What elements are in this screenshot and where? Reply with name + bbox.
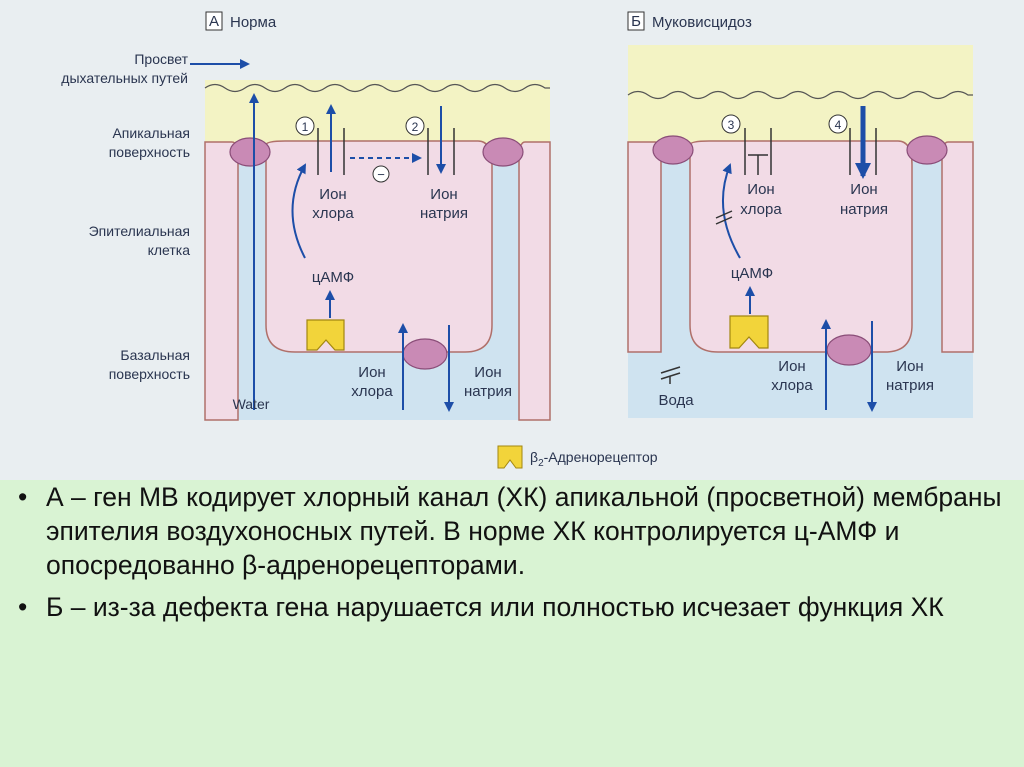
junction-left xyxy=(652,135,694,165)
mucus-surface xyxy=(204,83,550,93)
channel-3-marker xyxy=(721,114,741,134)
signal-break-mark xyxy=(715,210,733,219)
channel-3-number: 3 xyxy=(728,118,735,132)
basal-pump xyxy=(826,334,872,366)
channel-2-marker xyxy=(405,116,425,136)
water-block-mark xyxy=(660,366,681,374)
epithelial-cell xyxy=(689,140,913,353)
camp-signal-arrow xyxy=(721,163,741,259)
channel-4-marker xyxy=(828,114,848,134)
signal-break-mark xyxy=(715,216,733,225)
airway-lumen xyxy=(205,80,550,148)
epithelial-cell xyxy=(265,140,493,353)
left-neighbor-cell xyxy=(204,141,239,421)
channel-1-marker xyxy=(295,116,315,136)
panel-b-letter-box xyxy=(627,11,645,31)
bullet-marker: • xyxy=(18,482,28,512)
channel-4-number: 4 xyxy=(835,118,842,132)
channel-1-number: 1 xyxy=(302,120,309,134)
right-neighbor-cell xyxy=(518,141,551,421)
panel-b-letter: Б xyxy=(631,13,641,30)
bullet-list: • А – ген МВ кодирует хлорный канал (ХК)… xyxy=(18,480,1008,632)
panel-a-title: Норма xyxy=(230,14,277,31)
bullet-item: • Б – из-за дефекта гена нарушается или … xyxy=(18,590,1008,624)
mucus-surface xyxy=(627,90,973,100)
water-label: Water xyxy=(233,396,270,412)
camp-label: цАМФ xyxy=(312,269,354,286)
channel-2-number: 2 xyxy=(412,120,419,134)
bullet-item: • А – ген МВ кодирует хлорный канал (ХК)… xyxy=(18,480,1008,582)
panel-a-letter: А xyxy=(209,13,219,30)
legend-label: β2-Адренорецептор xyxy=(530,449,658,469)
panel-a-letter-box xyxy=(205,11,223,31)
beta2-receptor xyxy=(306,319,345,351)
panel-b-title: Муковисцидоз xyxy=(652,14,752,31)
right-neighbor-cell xyxy=(941,141,974,353)
bullet-marker: • xyxy=(18,592,28,622)
bullet-text: А – ген МВ кодирует хлорный канал (ХК) а… xyxy=(46,482,1002,580)
minus-marker xyxy=(372,165,390,183)
bullet-text: Б – из-за дефекта гена нарушается или по… xyxy=(46,592,944,622)
camp-label: цАМФ xyxy=(731,265,773,282)
water-label: Вода xyxy=(658,392,694,409)
minus-sign: − xyxy=(377,167,385,182)
left-neighbor-cell xyxy=(627,141,662,353)
junction-right xyxy=(906,135,948,165)
junction-left xyxy=(229,137,271,167)
camp-signal-arrow xyxy=(291,163,306,259)
legend: β2-Адренорецептор xyxy=(497,445,658,469)
junction-right xyxy=(482,137,524,167)
legend-receptor-icon xyxy=(497,445,523,469)
basal-pump xyxy=(402,338,448,370)
beta2-receptor xyxy=(729,315,769,349)
airway-lumen xyxy=(628,45,973,150)
